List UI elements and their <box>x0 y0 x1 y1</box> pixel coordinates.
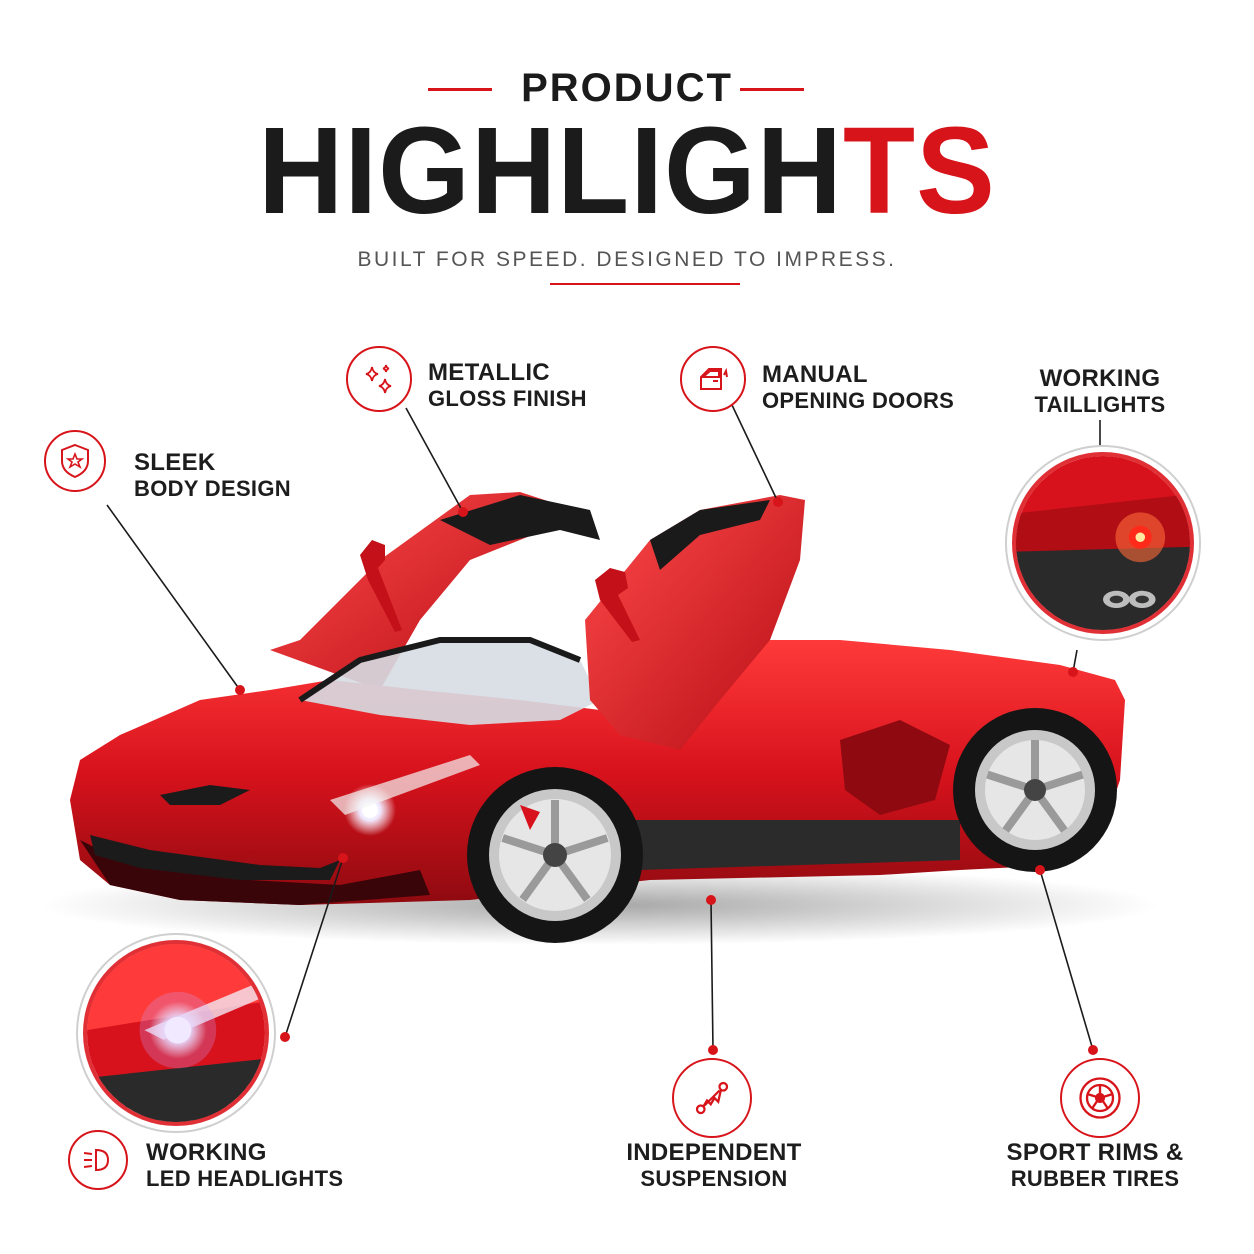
wheel-rim-icon <box>1060 1058 1140 1138</box>
header-subtitle: BUILT FOR SPEED. DESIGNED TO IMPRESS. <box>357 248 897 271</box>
feature-metallic-finish: METALLIC GLOSS FINISH <box>428 359 587 412</box>
header-rule-left <box>428 88 492 91</box>
header-title-dark: HIGHLIGH <box>258 101 844 241</box>
spring-shock-icon <box>672 1058 752 1138</box>
feature-working-taillights: WORKING TAILLIGHTS <box>1034 365 1166 418</box>
sparkles-icon <box>346 346 412 412</box>
feature-led-headlights: WORKING LED HEADLIGHTS <box>146 1139 344 1192</box>
car-door-icon <box>680 346 746 412</box>
header-rule-right <box>740 88 804 91</box>
feature-opening-doors: MANUAL OPENING DOORS <box>762 361 955 414</box>
header-title: HIGHLIGHTS <box>0 109 1254 233</box>
headlight-icon <box>68 1130 128 1190</box>
feature-sport-rims: SPORT RIMS & RUBBER TIRES <box>1006 1139 1184 1192</box>
feature-independent-suspension: INDEPENDENT SUSPENSION <box>626 1139 802 1192</box>
headlight-zoom-view <box>83 940 269 1126</box>
subtitle-underline <box>550 283 740 285</box>
feature-sleek-body: SLEEK BODY DESIGN <box>134 449 291 502</box>
header-title-red: TS <box>843 101 996 241</box>
taillight-zoom-view <box>1012 452 1194 634</box>
shield-star-icon <box>44 430 106 492</box>
header-kicker: PRODUCT <box>521 66 733 110</box>
